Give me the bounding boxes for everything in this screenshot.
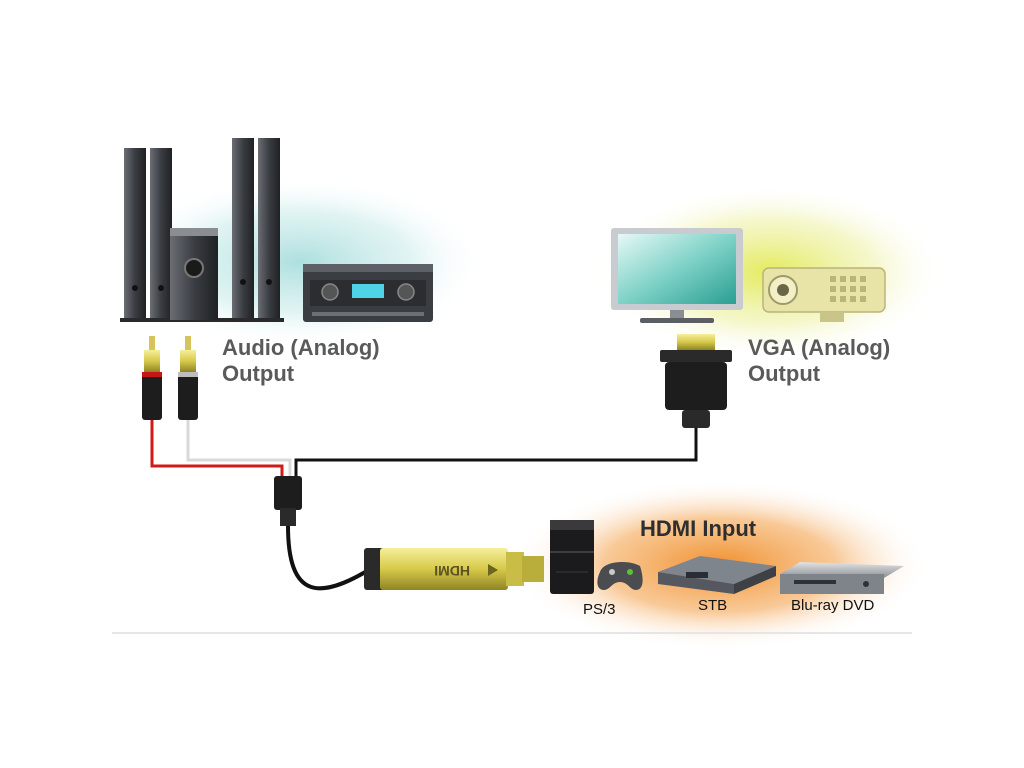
audio-output-line1: Audio (Analog) xyxy=(222,335,380,360)
stb-label: STB xyxy=(698,597,728,614)
projector xyxy=(762,267,886,322)
speaker-tower-2 xyxy=(150,148,172,320)
vga-wire xyxy=(294,426,698,478)
audio-output-label: Audio (Analog) Output xyxy=(222,335,380,387)
white-audio-wire xyxy=(186,420,292,478)
bluray-player xyxy=(780,562,904,594)
ps3-console xyxy=(550,520,594,594)
bluray-label: Blu-ray DVD xyxy=(791,597,875,614)
hdmi-input-label: HDMI Input xyxy=(640,516,757,541)
vga-output-line1: VGA (Analog) xyxy=(748,335,891,360)
adapter-cable xyxy=(286,525,374,591)
hdmi-adapter: HDMI xyxy=(364,548,544,590)
game-controller xyxy=(597,562,643,590)
speaker-tower-4 xyxy=(258,138,280,320)
set-top-box xyxy=(658,556,776,594)
vga-connector xyxy=(660,334,732,428)
rca-plugs xyxy=(142,336,198,420)
ps3-label: PS/3 xyxy=(583,601,616,618)
audio-output-line2: Output xyxy=(222,361,295,386)
adapter-label: HDMI xyxy=(434,563,470,579)
speaker-tower-1 xyxy=(124,148,146,320)
monitor xyxy=(611,228,743,323)
vga-output-label: VGA (Analog) Output xyxy=(748,335,890,387)
speaker-tower-3 xyxy=(232,138,254,320)
cable-junction xyxy=(274,476,302,510)
av-receiver xyxy=(303,264,433,322)
home-theater-speakers xyxy=(120,138,284,322)
red-audio-wire xyxy=(150,420,284,478)
bottom-divider xyxy=(112,632,912,634)
vga-output-line2: Output xyxy=(748,361,821,386)
